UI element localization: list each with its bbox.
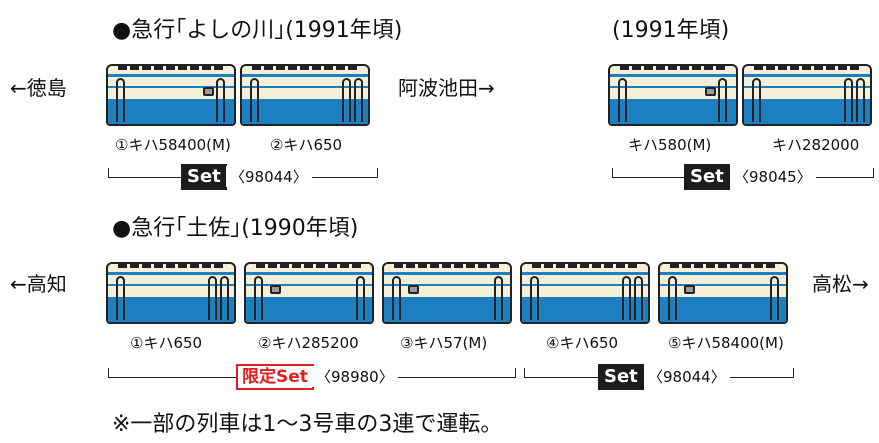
railcar-kiha65 — [240, 64, 370, 126]
car-label: ③キハ57(M) — [400, 334, 488, 352]
car-label: ②キハ285200 — [258, 334, 359, 352]
car-label: キハ580(M) — [628, 136, 712, 154]
railcar-kiha58 — [658, 262, 788, 324]
section3-title: ●急行｢土佐｣(1990年頃) — [112, 216, 359, 241]
section3-right-end: 高松→ — [812, 272, 869, 296]
section1-left-end: ←徳島 — [10, 76, 67, 100]
railcar-kiha57 — [382, 262, 512, 324]
section2-title: (1991年頃) — [612, 18, 730, 43]
car-label: キハ282000 — [772, 136, 860, 154]
railcar-kiha58 — [608, 64, 738, 126]
car-label: ①キハ650 — [130, 334, 203, 352]
section1-right-end: 阿波池田→ — [398, 76, 495, 100]
railcar-kiha28 — [742, 64, 872, 126]
railcar-kiha58 — [106, 64, 236, 126]
car-label: ⑤キハ58400(M) — [668, 334, 784, 352]
section1-title: ●急行｢よしの川｣(1991年頃) — [112, 18, 403, 43]
car-label: ①キハ58400(M) — [115, 136, 231, 154]
set-badge: Set — [181, 164, 227, 190]
set-code: 〈98044〉 — [644, 366, 730, 387]
footnote: ※一部の列車は1～3号車の3連で運転。 — [112, 412, 503, 437]
set-badge: Set — [598, 364, 644, 390]
car-label: ④キハ650 — [546, 334, 619, 352]
limited-set-badge: 限定Set — [236, 364, 314, 390]
set-code: 〈98044〉 — [226, 166, 312, 187]
set-code: 〈98045〉 — [730, 166, 816, 187]
section3-left-end: ←高知 — [10, 272, 67, 296]
railcar-kiha65 — [106, 262, 236, 324]
railcar-kiha65 — [520, 262, 650, 324]
limited-set-code: 〈98980〉 — [312, 366, 398, 387]
railcar-kiha28 — [244, 262, 374, 324]
car-label: ②キハ650 — [270, 136, 343, 154]
set-badge: Set — [684, 164, 730, 190]
